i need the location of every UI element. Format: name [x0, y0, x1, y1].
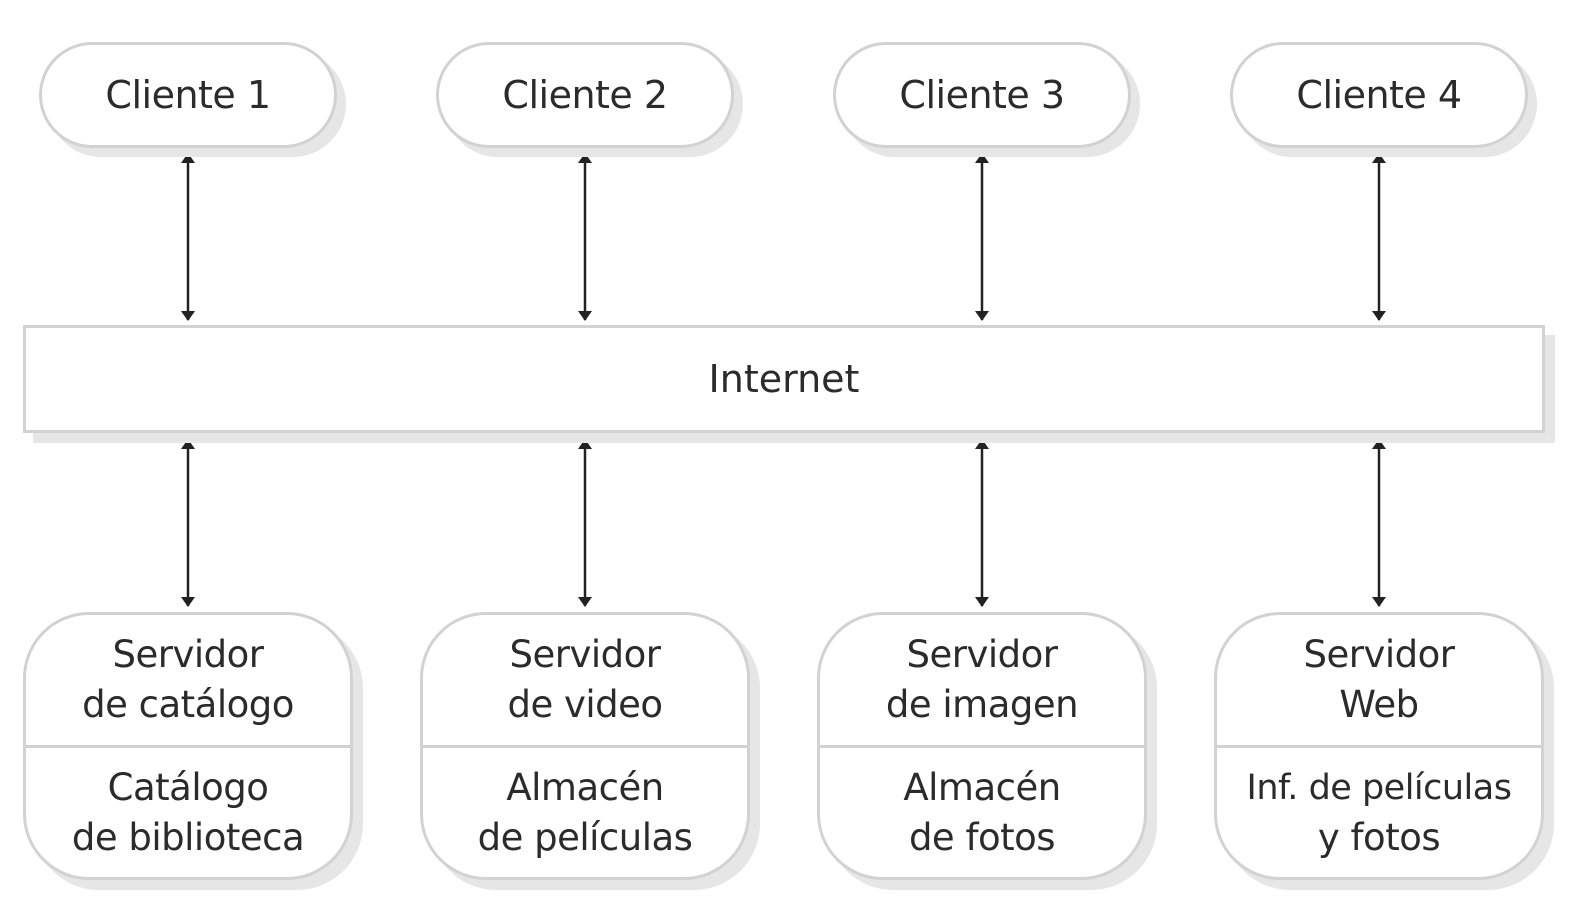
image-server-node: Servidor de imagen Almacén de fotos: [817, 612, 1147, 880]
server-name-line: Servidor: [509, 633, 661, 676]
internet-label: Internet: [708, 357, 860, 401]
server-store: Almacén de fotos: [820, 748, 1144, 877]
video-server-node: Servidor de video Almacén de películas: [420, 612, 750, 880]
server-store: Catálogo de biblioteca: [26, 748, 350, 877]
client-1-label: Cliente 1: [105, 73, 271, 117]
client-2-label: Cliente 2: [502, 73, 668, 117]
internet-node: Internet: [23, 325, 1545, 433]
server-store-line: de fotos: [908, 815, 1056, 859]
server-store-line: de películas: [477, 815, 693, 859]
client-2-node: Cliente 2: [436, 42, 734, 148]
server-name-line: de video: [507, 683, 663, 726]
server-store: Inf. de películas y fotos: [1217, 748, 1541, 877]
server-store-line: y fotos: [1317, 815, 1441, 859]
server-name: Servidor de video: [423, 615, 747, 748]
client-3-label: Cliente 3: [899, 73, 1065, 117]
client-4-node: Cliente 4: [1230, 42, 1528, 148]
server-store-line: Inf. de películas: [1246, 767, 1512, 808]
web-server-node: Servidor Web Inf. de películas y fotos: [1214, 612, 1544, 880]
server-store-line: Catálogo: [107, 765, 269, 809]
server-name-line: de imagen: [885, 683, 1079, 726]
server-name-line: Web: [1339, 683, 1419, 726]
server-name-line: de catálogo: [82, 683, 294, 726]
server-name-line: Servidor: [112, 633, 264, 676]
client-4-label: Cliente 4: [1296, 73, 1462, 117]
server-store: Almacén de películas: [423, 748, 747, 877]
server-name: Servidor de imagen: [820, 615, 1144, 748]
server-name-line: Servidor: [906, 633, 1058, 676]
catalog-server-node: Servidor de catálogo Catálogo de bibliot…: [23, 612, 353, 880]
server-name: Servidor Web: [1217, 615, 1541, 748]
server-name: Servidor de catálogo: [26, 615, 350, 748]
server-name-line: Servidor: [1303, 633, 1455, 676]
server-store-line: Almacén: [903, 765, 1061, 809]
client-1-node: Cliente 1: [39, 42, 337, 148]
client-3-node: Cliente 3: [833, 42, 1131, 148]
server-store-line: Almacén: [506, 765, 664, 809]
server-store-line: de biblioteca: [71, 815, 305, 859]
